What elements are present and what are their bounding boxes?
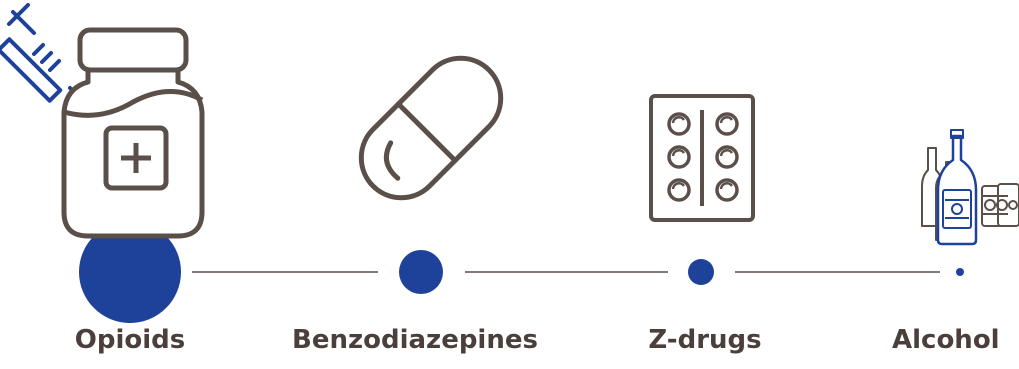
medicine-bottle-icon <box>61 27 205 239</box>
marker-circle-opioids <box>79 221 181 323</box>
marker-circle-benzodiazepines <box>399 250 443 294</box>
blister-pack-icon <box>649 94 755 222</box>
syringe-icon <box>0 3 84 103</box>
label-benzodiazepines: Benzodiazepines <box>292 325 538 355</box>
capsule-pill-icon <box>358 55 504 201</box>
label-alcohol: Alcohol <box>892 325 1000 355</box>
label-z-drugs: Z-drugs <box>648 325 762 355</box>
marker-circle-alcohol <box>956 268 964 276</box>
label-opioids: Opioids <box>74 325 186 355</box>
marker-circle-z-drugs <box>688 259 714 285</box>
alcohol-bottles-icon <box>921 129 1019 246</box>
